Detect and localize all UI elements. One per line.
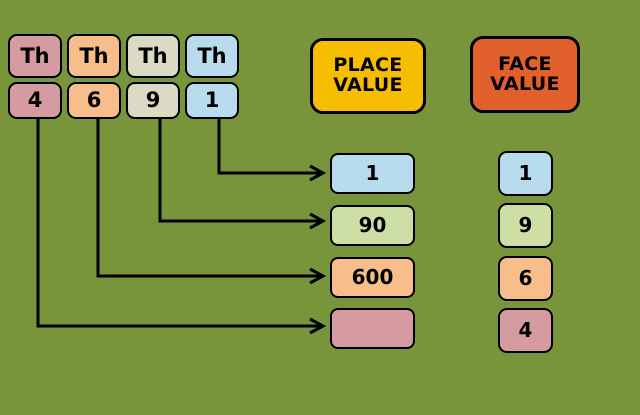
digit-card-value: 9: [145, 88, 161, 113]
place-value-header-line1: PLACE: [333, 54, 403, 77]
place-value-box-text: 1: [365, 161, 380, 185]
connector-line-6: [96, 118, 322, 278]
arrowhead-9: [309, 212, 327, 230]
digit-card-value: 4: [27, 88, 43, 113]
arrowhead-4: [309, 317, 327, 335]
digit-card-9[interactable]: 9: [126, 82, 180, 119]
face-value-box-text: 9: [518, 213, 533, 237]
connector-line-1: [217, 118, 322, 175]
place-value-header: PLACE VALUE: [310, 38, 426, 114]
place-value-header-line2: VALUE: [333, 74, 403, 96]
place-value-box-empty[interactable]: [330, 308, 415, 349]
arrowhead-6: [309, 267, 327, 285]
connector-line-9: [158, 118, 322, 223]
face-value-header-line2: VALUE: [490, 72, 560, 95]
place-value-box-text: 90: [358, 213, 387, 237]
face-value-box-1[interactable]: 1: [498, 151, 553, 196]
place-value-box-text: 600: [351, 265, 394, 289]
digit-card-6[interactable]: 6: [67, 82, 121, 119]
place-value-box-1[interactable]: 1: [330, 153, 415, 194]
face-value-box-text: 4: [518, 318, 533, 342]
period-card-thousands-1[interactable]: Th: [8, 34, 62, 78]
face-value-box-text: 1: [518, 161, 533, 185]
face-value-box-9[interactable]: 9: [498, 203, 553, 248]
period-card-label: Th: [20, 43, 50, 68]
period-card-thousands-2[interactable]: Th: [67, 34, 121, 78]
face-value-box-4[interactable]: 4: [498, 308, 553, 353]
digit-card-value: 6: [86, 88, 102, 113]
period-card-label: Th: [138, 43, 168, 68]
digit-card-value: 1: [204, 88, 220, 113]
period-card-label: Th: [79, 43, 109, 68]
period-card-thousands-3[interactable]: Th: [126, 34, 180, 78]
face-value-header-line1: FACE: [498, 52, 552, 75]
place-value-box-600[interactable]: 600: [330, 257, 415, 298]
period-card-thousands-4[interactable]: Th: [185, 34, 239, 78]
face-value-box-text: 6: [518, 266, 533, 290]
face-value-header: FACE VALUE: [470, 36, 580, 113]
digit-card-1[interactable]: 1: [185, 82, 239, 119]
connector-line-4: [36, 118, 322, 328]
arrowhead-1: [309, 164, 327, 182]
face-value-box-6[interactable]: 6: [498, 256, 553, 301]
period-card-label: Th: [197, 43, 227, 68]
digit-card-4[interactable]: 4: [8, 82, 62, 119]
place-value-box-90[interactable]: 90: [330, 205, 415, 246]
